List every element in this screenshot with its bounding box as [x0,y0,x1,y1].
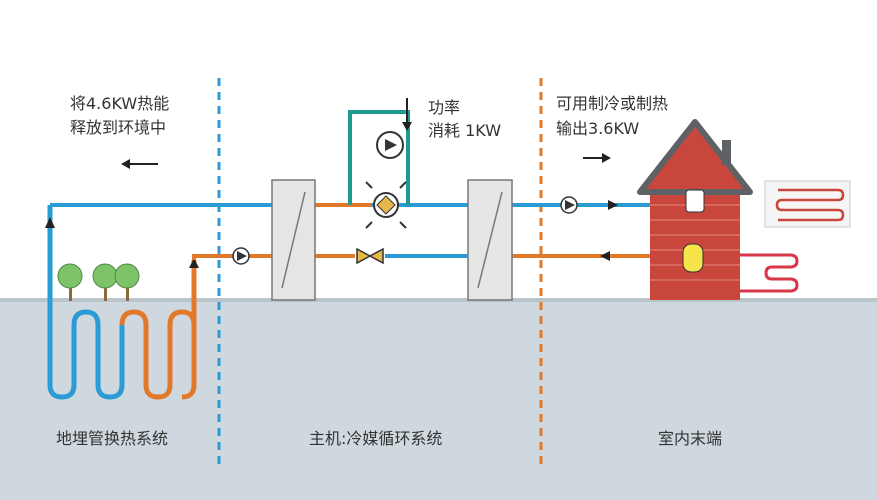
right-arrow-icon [583,153,611,163]
four-way-valve-icon [365,181,407,229]
output-label-line2: 输出3.6KW [556,119,640,138]
hot-coil [119,260,197,400]
ground-area [0,300,877,500]
output-label-line1: 可用制冷或制热 [556,94,669,113]
up-arrow-icon [45,217,55,228]
section-terminal: 室内末端 [658,429,723,448]
left-arrow-icon [600,251,610,261]
release-label-line1: 将4.6KW热能 [70,94,170,113]
pump-icon [232,247,250,265]
floor-heating-coil-icon [740,253,799,293]
pump-icon [560,196,578,214]
tree-icon [114,263,140,301]
house-icon [637,119,753,300]
house-lower-window [682,243,704,273]
compressor-loop [348,110,410,205]
tree-icon [57,263,83,301]
section-host: 主机:冷媒循环系统 [309,429,443,448]
cold-coil [47,205,125,400]
left-arrow-icon [121,159,158,169]
ground-loop-coils [47,205,197,400]
expansion-valve-icon [356,247,384,265]
power-label-line2: 消耗 1KW [428,121,502,140]
section-ground-loop: 地埋管换热系统 [56,429,169,448]
heat-exchanger-icon [271,179,316,301]
compressor-icon [376,131,404,159]
up-arrow-icon [189,258,199,268]
ground-surface [0,298,877,302]
down-arrow-icon [402,98,412,131]
house-upper-window [685,189,705,213]
right-arrow-icon [608,200,618,210]
heat-exchanger-icon [467,179,513,301]
tree-icon [92,263,118,301]
power-label-line1: 功率 [428,98,461,117]
radiator-icon [764,180,851,228]
release-label-line2: 释放到环境中 [70,118,167,137]
